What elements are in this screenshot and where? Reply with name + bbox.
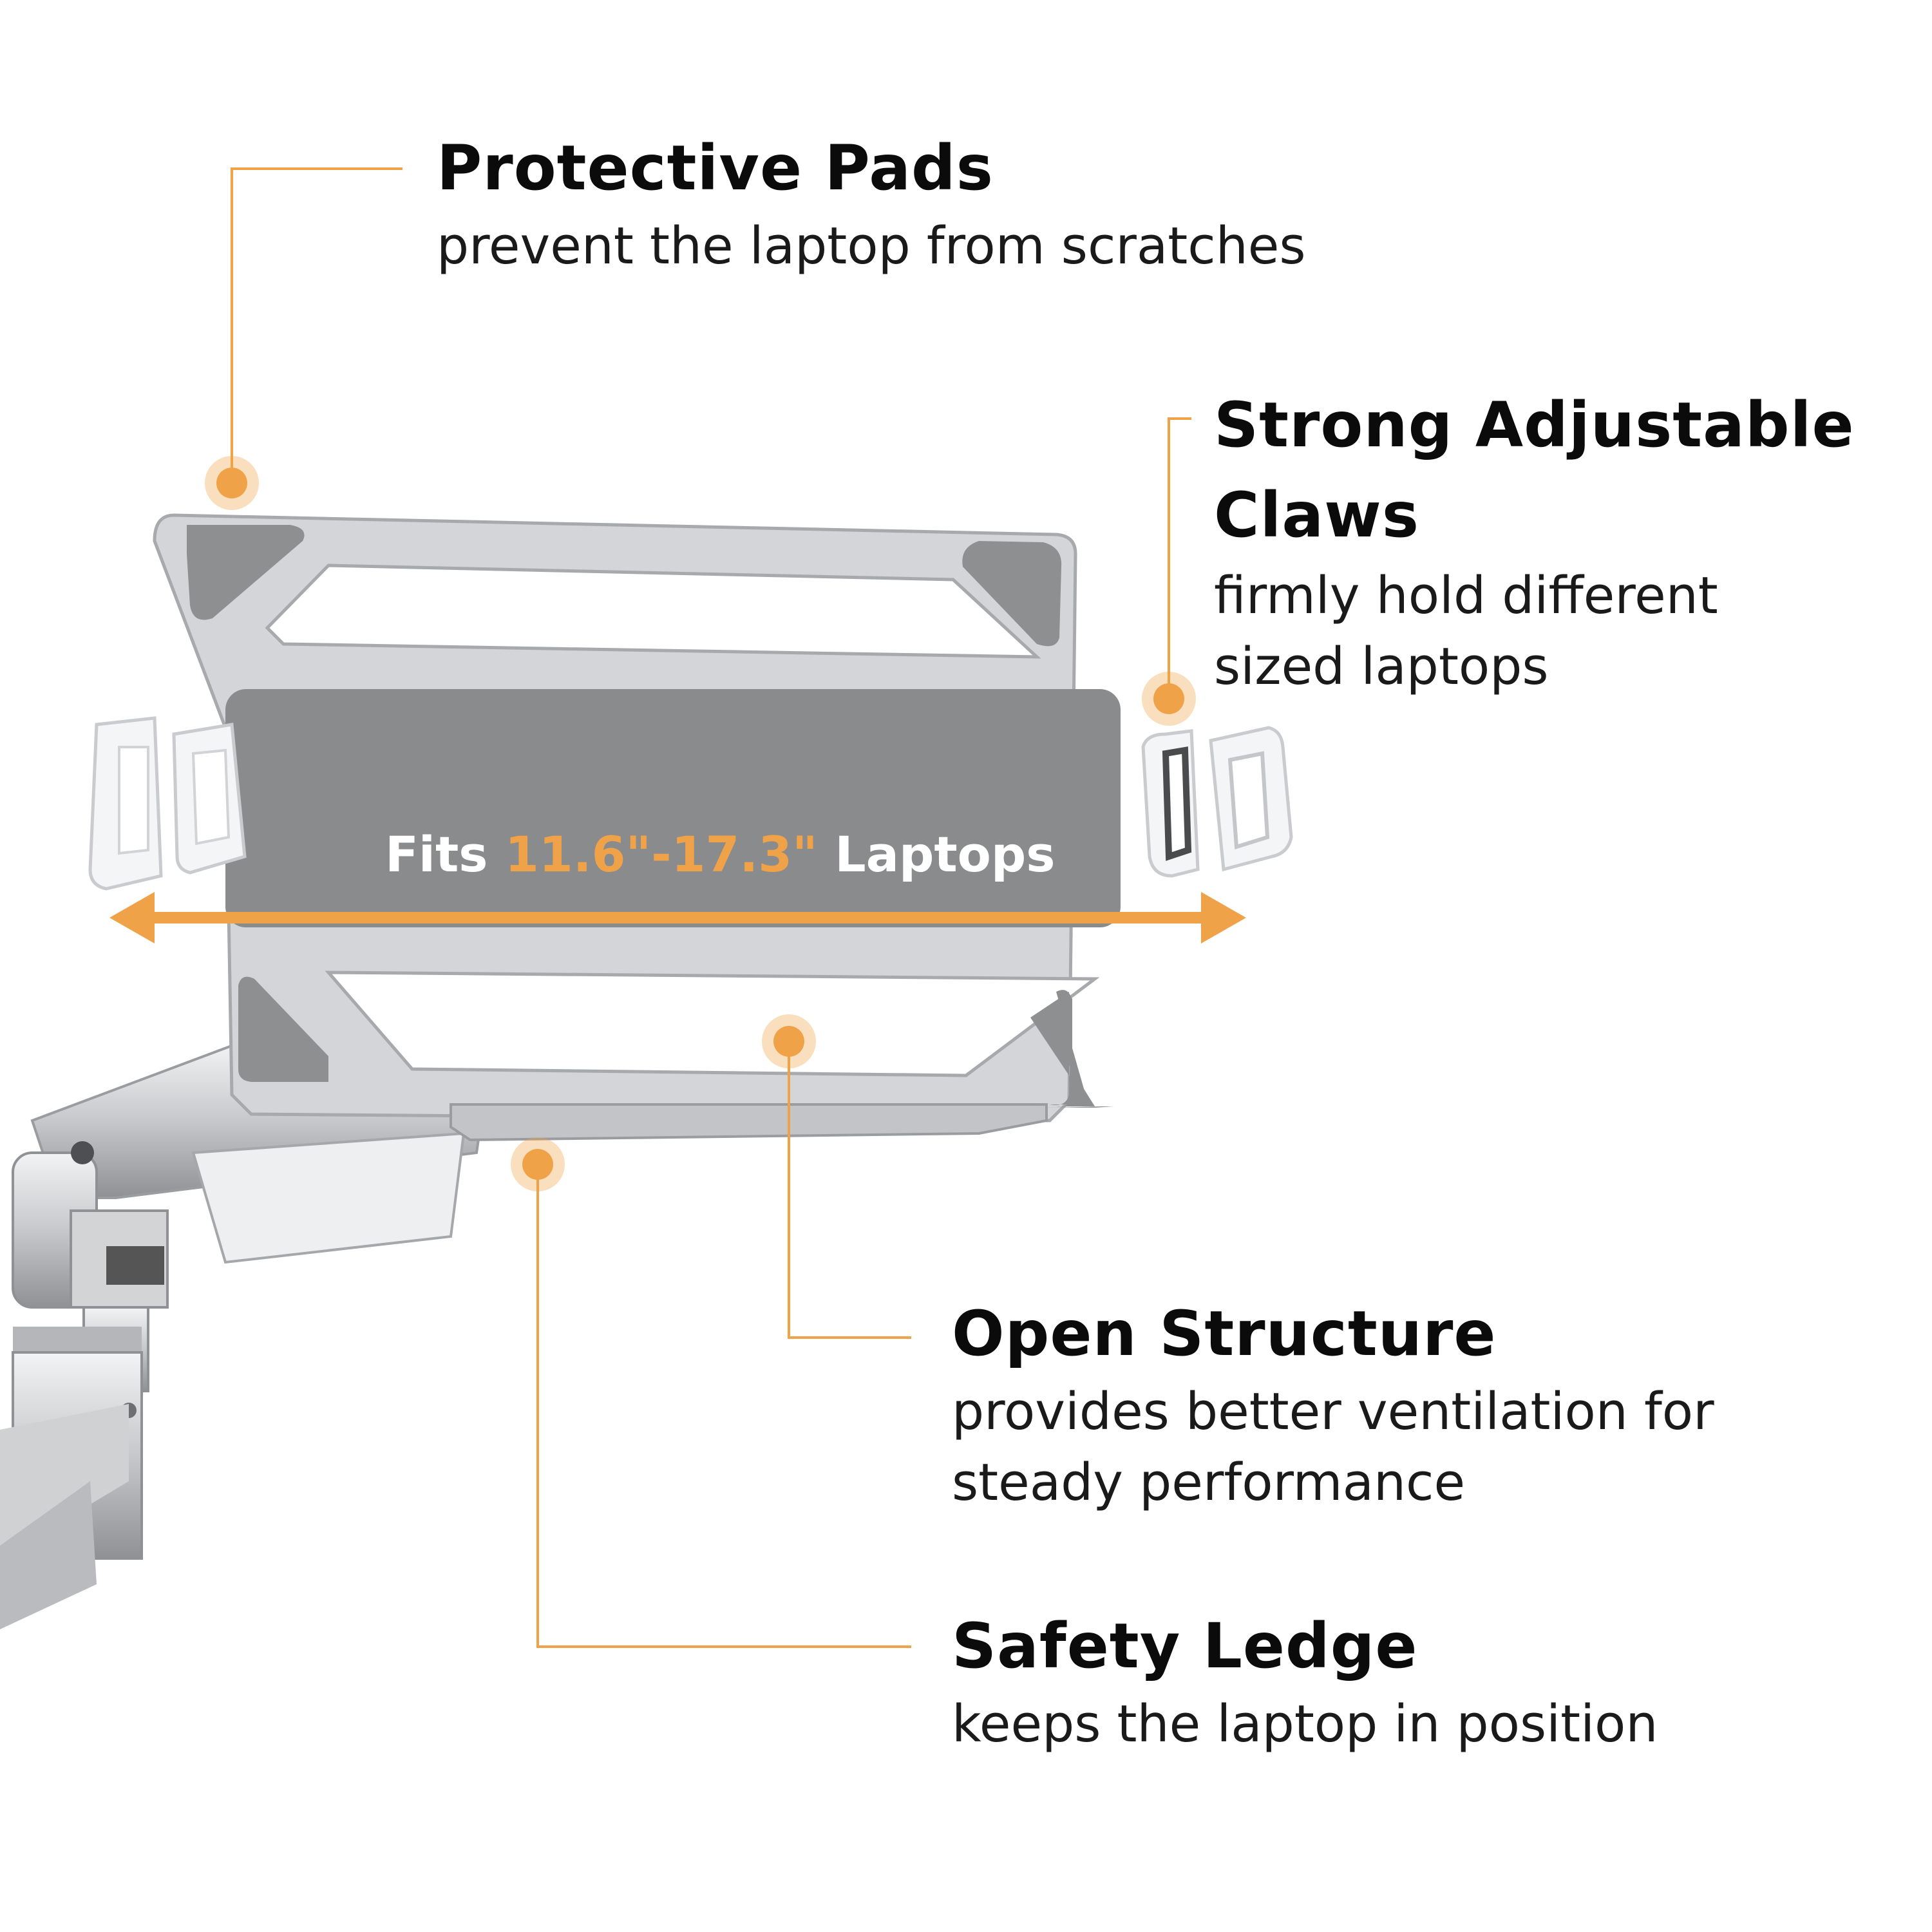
leader-line [1168,417,1191,699]
callout-description: prevent the laptop from scratches [437,216,1306,276]
callout-title: Open Structure [952,1298,1497,1370]
center-panel [225,689,1121,927]
leader-line [536,1162,911,1648]
fits-size-range: 11.6"-17.3" [505,826,818,883]
callout-title: Strong Adjustable Claws [1214,389,1855,551]
callout-description: provides better ventilation for steady p… [952,1382,1714,1512]
safety-ledge [450,1103,1048,1142]
width-arrow [109,892,1246,943]
bottom-vent-opening [325,971,1100,1077]
mounting-arm [0,1041,491,1629]
right-claw [1141,726,1293,878]
top-vent-opening [265,564,1041,659]
callout-description: firmly hold different sized laptops [1214,566,1718,696]
fits-suffix: Laptops [817,826,1056,883]
fits-prefix: Fits [385,826,505,883]
hotspot-markers [205,456,1196,1191]
callout-title: Protective Pads [437,132,994,204]
laptop-tray [153,513,1121,1142]
callout-adjustable-claws: Strong Adjustable Claws firmly hold diff… [1214,380,1871,702]
callout-title: Safety Ledge [952,1610,1418,1682]
leader-line [231,167,402,480]
protective-pad [962,541,1062,647]
leader-line [788,1050,911,1339]
callout-description: keeps the laptop in position [952,1694,1658,1754]
left-claw [88,716,247,891]
callout-open-structure: Open Structure provides better ventilati… [952,1291,1866,1518]
callout-protective-pads: Protective Pads prevent the laptop from … [437,126,1596,281]
protective-pad [1030,998,1114,1108]
callout-safety-ledge: Safety Ledge keeps the laptop in positio… [952,1604,1866,1759]
protective-pad [187,525,305,620]
fits-size-label: Fits 11.6"-17.3" Laptops [385,826,1158,883]
protective-pad [238,976,328,1082]
